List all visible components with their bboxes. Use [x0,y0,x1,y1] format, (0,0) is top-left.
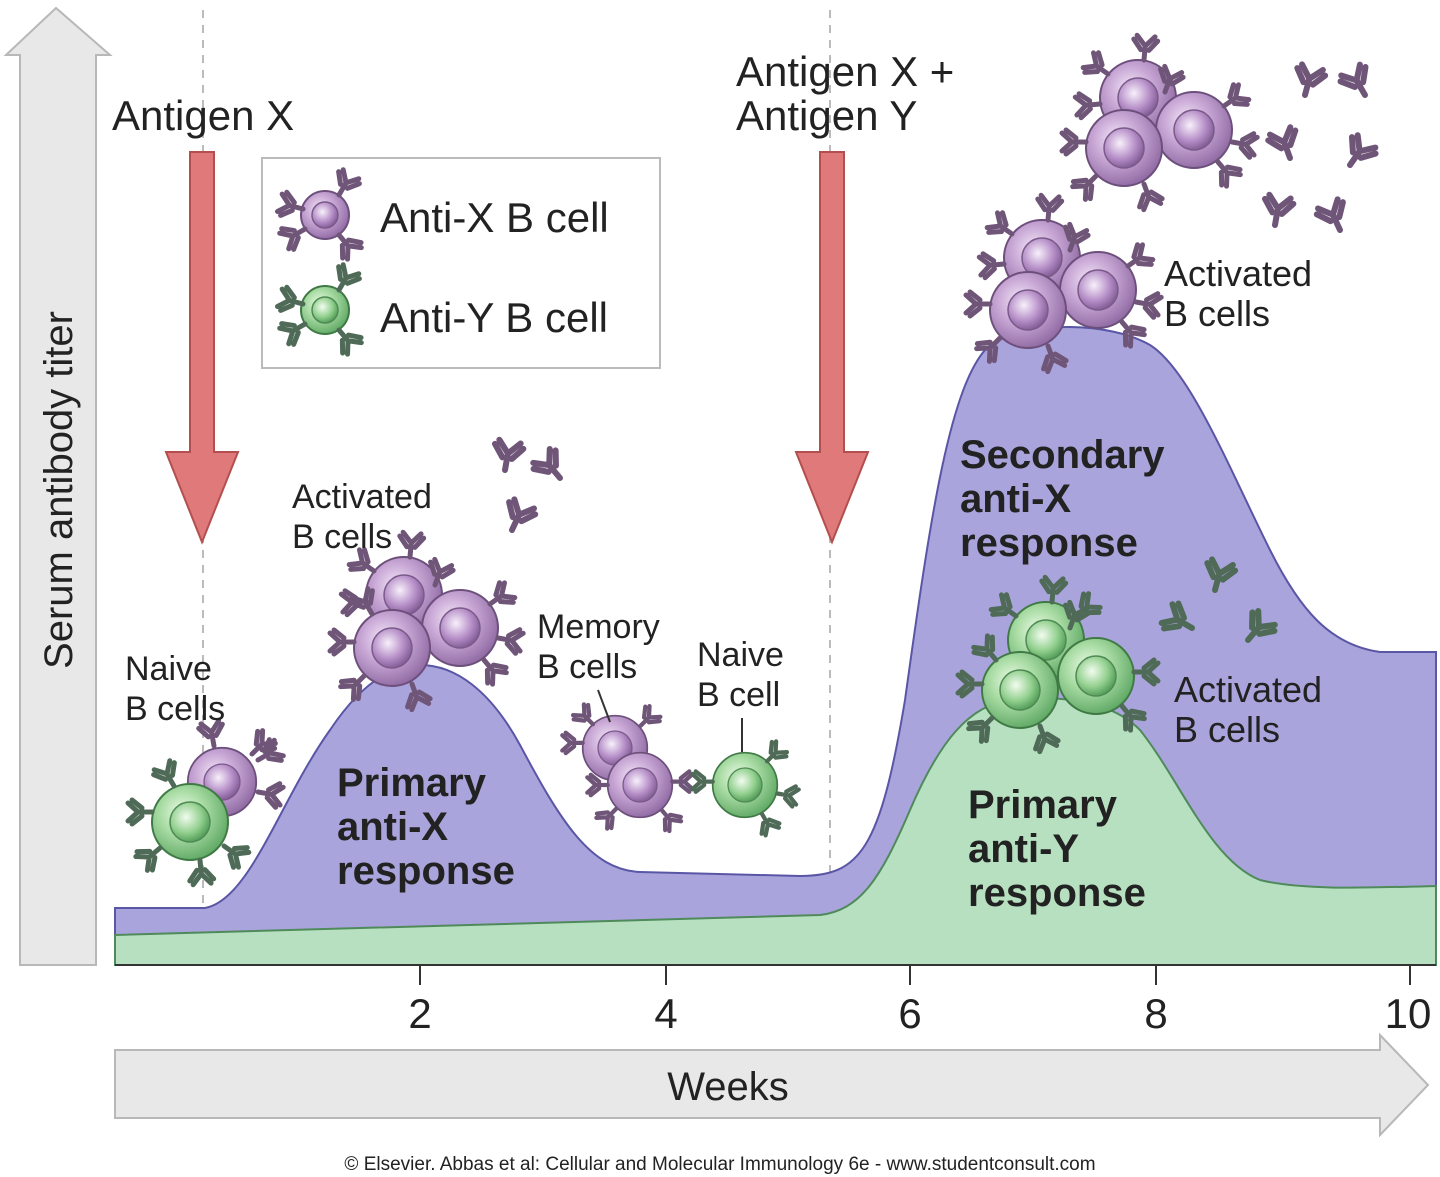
antigen-x-arrow [164,151,240,545]
primary-anti-y-label-line3: response [968,871,1146,915]
y-axis-arrow: Serum antibody titer [3,6,113,966]
x-axis-arrow: Weeks [114,1032,1430,1138]
primary-anti-y-label-line1: Primary [968,783,1118,827]
primary-anti-x-label-line1: Primary [337,761,487,805]
memory-b-cells-label-line2: B cells [537,648,637,686]
naive-b-cells-label-line1: Naive [125,650,212,688]
activated-b-cells-3-label-line2: B cells [1174,709,1280,750]
x-tick-4: 4 [654,990,677,1037]
activated-b-cells-2-label-line2: B cells [1164,293,1270,334]
primary-anti-x-label-line3: response [337,849,515,893]
legend-anti-y-label: Anti-Y B cell [380,294,608,341]
memory-b-cells-pointer [597,689,611,723]
primary-anti-x-label-line2: anti-X [337,805,448,849]
naive-b-cells-label-line2: B cells [125,690,225,728]
secondary-anti-x-label-line1: Secondary [960,433,1165,477]
copyright-credit: © Elsevier. Abbas et al: Cellular and Mo… [344,1154,1095,1175]
antigen-xy-label-line1: Antigen X + [736,48,954,95]
legend: Anti-X B cell Anti-Y B cell [261,157,661,369]
activated-b-cells-1-label-line1: Activated [292,478,432,516]
naive-b-cell-label-line2: B cell [697,676,780,714]
x-tick-6: 6 [898,990,921,1037]
primary-anti-y-label-line2: anti-Y [968,827,1079,871]
legend-anti-x-label: Anti-X B cell [380,194,609,241]
free-antibodies-2 [1261,63,1378,236]
x-axis-title: Weeks [667,1065,789,1109]
x-axis-ticks [419,965,1411,985]
y-axis-title: Serum antibody titer [37,311,81,669]
naive-b-cell [692,740,799,837]
antigen-xy-label-line2: Antigen Y [736,92,917,139]
secondary-anti-x-label-line3: response [960,521,1138,565]
antigen-xy-arrow [794,151,870,545]
activated-b-cells-2-label-line1: Activated [1164,253,1312,294]
memory-b-cells-label-line1: Memory [537,608,660,646]
free-antibodies-1 [491,439,571,536]
x-tick-2: 2 [408,990,431,1037]
antigen-x-label: Antigen X [112,92,294,139]
secondary-anti-x-label-line2: anti-X [960,477,1071,521]
naive-b-cell-label-line1: Naive [697,636,784,674]
activated-b-cells-1-label-line2: B cells [292,518,392,556]
activated-b-cells-cluster-3 [1062,35,1258,211]
x-tick-10: 10 [1385,990,1432,1037]
x-tick-8: 8 [1144,990,1167,1037]
activated-b-cells-3-label-line1: Activated [1174,669,1322,710]
memory-b-cells-cluster [562,703,692,833]
